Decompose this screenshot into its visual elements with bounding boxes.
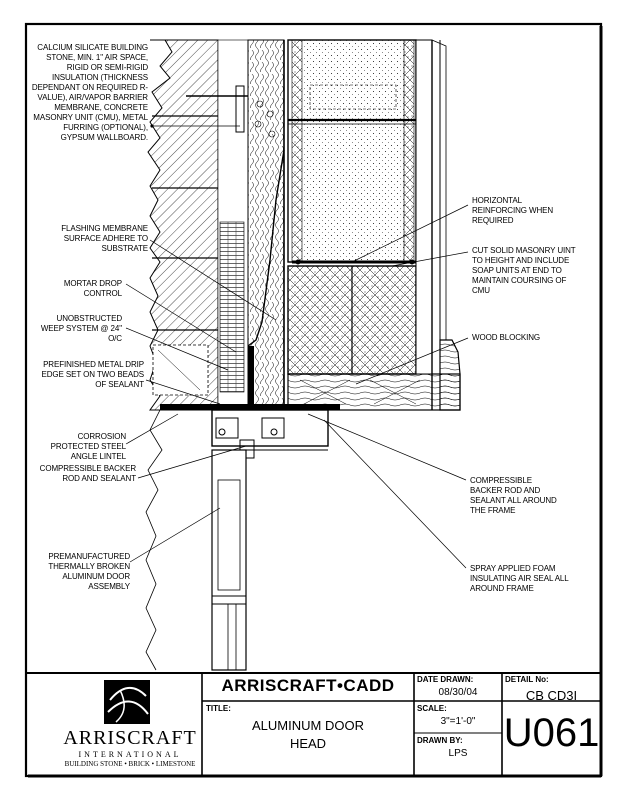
scale-value: 3"=1'-0" — [440, 716, 476, 727]
callout-angle-lintel: CORROSION PROTECTED STEEL ANGLE LINTEL — [50, 432, 127, 461]
callout-calcium-silicate: CALCIUM SILICATE BUILDING STONE, MIN. 1"… — [31, 43, 148, 142]
date-drawn-label: DATE DRAWN: — [417, 675, 474, 684]
callout-backer-rod-frame: COMPRESSIBLE BACKER ROD AND SEALANT ALL … — [470, 476, 557, 515]
logo-subtitle: INTERNATIONAL — [78, 750, 182, 759]
drawn-by-label: DRAWN BY: — [417, 736, 463, 745]
detail-code: CB CD3I — [525, 688, 578, 703]
section-drawing — [125, 39, 469, 671]
callout-weep-system: UNOBSTRUCTED WEEP SYSTEM @ 24" O/C — [40, 314, 122, 343]
callout-spray-foam: SPRAY APPLIED FOAM INSULATING AIR SEAL A… — [470, 564, 569, 593]
logo-wordmark: ARRISCRAFT — [63, 727, 197, 749]
detail-no-label: DETAIL No: — [505, 675, 549, 684]
callout-horizontal-reinforcing: HORIZONTAL REINFORCING WHEN REQUIRED — [472, 196, 554, 225]
title-line-2: HEAD — [289, 736, 327, 751]
callout-door-assembly: PREMANUFACTURED THERMALLY BROKEN ALUMINU… — [48, 552, 130, 591]
title-block — [26, 672, 601, 776]
date-drawn-value: 08/30/04 — [438, 687, 478, 698]
callout-flashing-membrane: FLASHING MEMBRANE SURFACE ADHERE TO SUBS… — [61, 224, 148, 253]
brand-title: ARRISCRAFT•CADD — [221, 676, 395, 695]
scale-label: SCALE: — [417, 704, 447, 713]
title-line-1: ALUMINUM DOOR — [252, 718, 364, 733]
drawn-by-value: LPS — [448, 748, 468, 759]
detail-number: U061 — [503, 711, 600, 755]
callout-drip-edge: PREFINISHED METAL DRIP EDGE SET ON TWO B… — [41, 360, 144, 389]
title-label: TITLE: — [206, 704, 231, 713]
logo-tagline: BUILDING STONE • BRICK • LIMESTONE — [64, 760, 196, 768]
callout-cut-masonry: CUT SOLID MASONRY UINT TO HEIGHT AND INC… — [472, 246, 576, 295]
callout-wood-blocking: WOOD BLOCKING — [472, 333, 541, 342]
callout-mortar-drop: MORTAR DROP CONTROL — [63, 279, 122, 298]
callout-backer-rod: COMPRESSIBLE BACKER ROD AND SEALANT — [39, 464, 136, 483]
